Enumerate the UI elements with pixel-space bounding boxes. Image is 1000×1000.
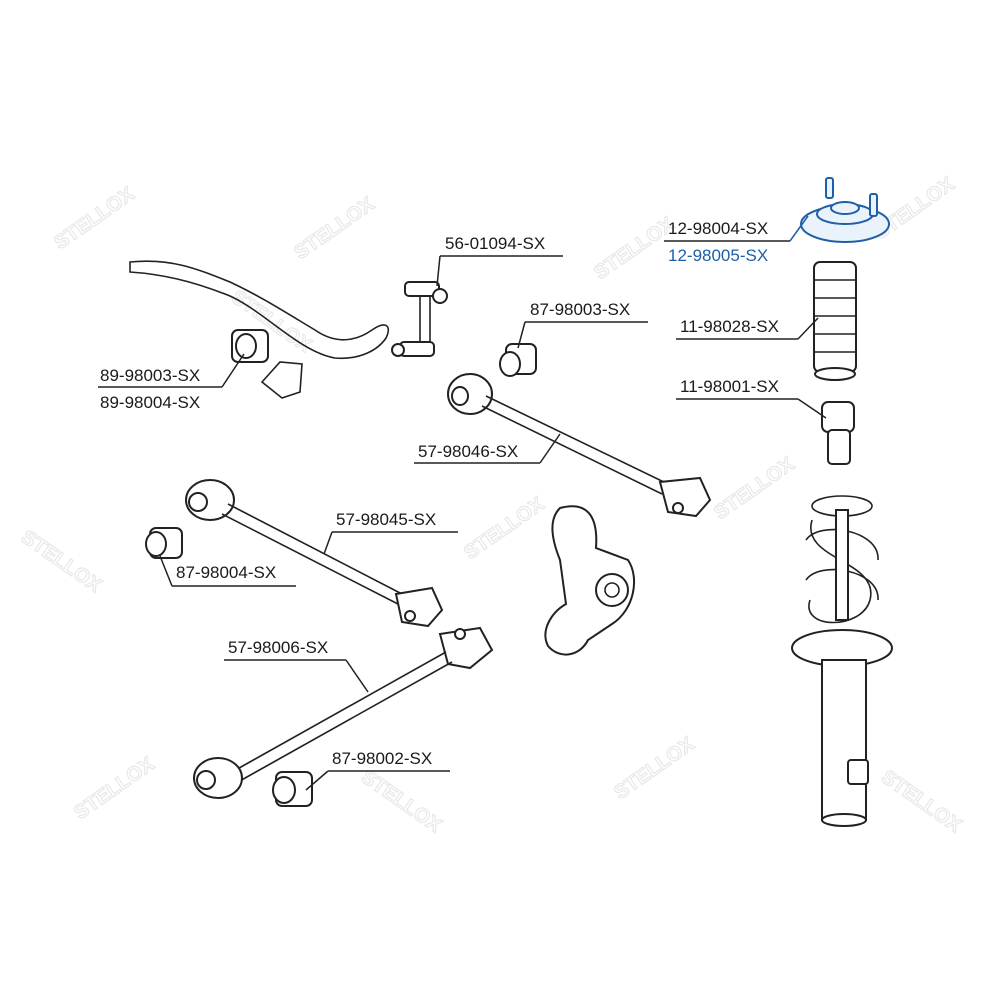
leader bbox=[797, 398, 827, 419]
middle-control-arm bbox=[185, 479, 444, 628]
label-12-98004: 12-98004-SX bbox=[668, 219, 768, 238]
lower-control-arm bbox=[193, 626, 494, 799]
label-89-98004: 89-98004-SX bbox=[100, 393, 200, 412]
watermark: STELLOX bbox=[290, 193, 379, 264]
dust-boot bbox=[813, 261, 857, 381]
leader bbox=[345, 659, 369, 693]
label-87-98002: 87-98002-SX bbox=[332, 749, 432, 768]
labels-layer: 56-01094-SX 87-98003-SX 89-98003-SX 89-9… bbox=[98, 215, 827, 791]
leader bbox=[789, 215, 809, 242]
leader bbox=[159, 555, 173, 587]
watermark: STELLOX bbox=[460, 493, 549, 564]
coil-spring-strut bbox=[791, 495, 893, 827]
stabilizer-link bbox=[391, 281, 448, 357]
label-87-98003: 87-98003-SX bbox=[530, 300, 630, 319]
label-57-98045: 57-98045-SX bbox=[336, 510, 436, 529]
watermark: STELLOX bbox=[877, 766, 966, 837]
leader bbox=[221, 353, 245, 388]
bushing-upper bbox=[499, 343, 537, 377]
watermark: STELLOX bbox=[17, 526, 106, 597]
label-56-01094: 56-01094-SX bbox=[445, 234, 545, 253]
leader bbox=[539, 433, 561, 464]
label-11-98028: 11-98028-SX bbox=[680, 317, 779, 336]
label-89-98003: 89-98003-SX bbox=[100, 366, 200, 385]
leader bbox=[517, 321, 526, 349]
stabilizer-bar bbox=[129, 260, 390, 399]
leader bbox=[305, 770, 329, 791]
watermark: STELLOX bbox=[50, 183, 139, 254]
watermark: STELLOX bbox=[610, 733, 699, 804]
strut-mount bbox=[800, 177, 890, 243]
bushing-lower bbox=[272, 771, 313, 807]
label-11-98001: 11-98001-SX bbox=[680, 377, 779, 396]
leader bbox=[436, 255, 441, 287]
watermark: STELLOX bbox=[70, 753, 159, 824]
leader bbox=[323, 531, 333, 555]
upper-control-arm bbox=[447, 373, 712, 518]
bushing-middle bbox=[145, 527, 183, 559]
label-57-98006: 57-98006-SX bbox=[228, 638, 328, 657]
label-87-98004: 87-98004-SX bbox=[176, 563, 276, 582]
watermark: STELLOX bbox=[357, 766, 446, 837]
knuckle bbox=[544, 505, 636, 656]
leader bbox=[797, 317, 819, 340]
label-57-98046: 57-98046-SX bbox=[418, 442, 518, 461]
bump-stop bbox=[821, 401, 855, 465]
watermark: STELLOX bbox=[710, 453, 799, 524]
watermark: STELLOX bbox=[590, 213, 679, 284]
label-12-98005: 12-98005-SX bbox=[668, 246, 768, 265]
